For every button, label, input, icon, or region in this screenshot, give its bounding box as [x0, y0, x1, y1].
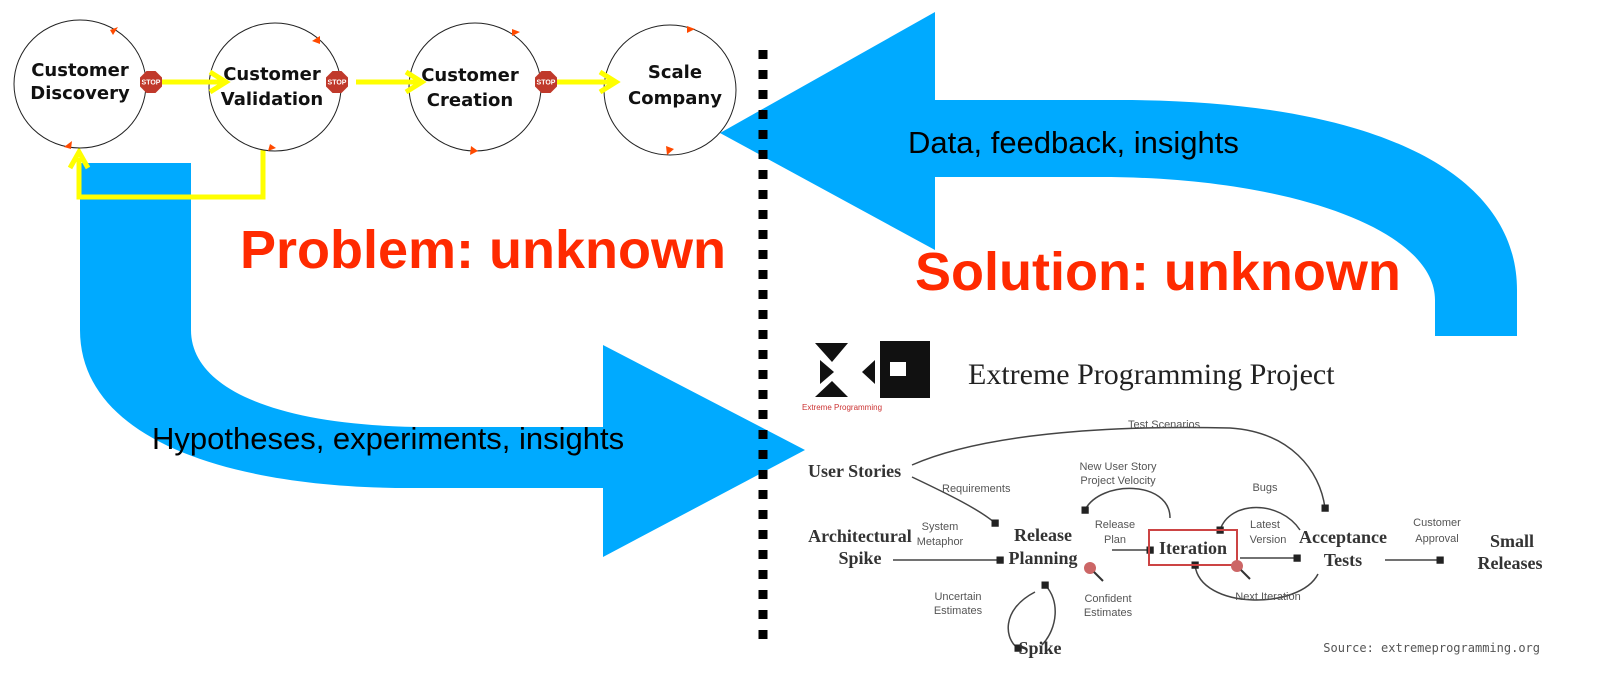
edge-requirements: Requirements [942, 483, 1011, 495]
stage-label-1: Customer [31, 60, 129, 81]
stage-scale-company: Scale Company [603, 24, 737, 156]
validation-to-discovery-loop [67, 146, 266, 200]
problem-label: Problem: unknown [240, 220, 726, 280]
iteration-box [1148, 529, 1238, 566]
stage-label-2: Discovery [30, 83, 130, 104]
xp-node-small-releases: Small [1490, 531, 1534, 551]
top-arrow-label: Data, feedback, insights [908, 125, 1239, 160]
edge-confident-estimates: Confident [1084, 593, 1131, 605]
edge-latest-version-2: Version [1250, 534, 1287, 546]
edge-system-metaphor: System [922, 521, 959, 533]
xp-node-arch-spike-2: Spike [838, 548, 881, 568]
edge-confident-estimates-2: Estimates [1084, 607, 1133, 619]
magnifier-icon [1231, 560, 1243, 572]
xp-node-acceptance-tests-2: Tests [1324, 550, 1362, 570]
forward-arrow-1 [162, 69, 231, 95]
stop-sign-icon: STOP [140, 71, 162, 93]
edge-next-iteration: Next Iteration [1235, 591, 1300, 603]
xp-node-small-releases-2: Releases [1478, 553, 1543, 573]
stage-label-2: Company [628, 88, 722, 109]
stage-label-1: Customer [421, 65, 519, 86]
xp-logo: Extreme Programming [802, 341, 930, 412]
edge-release-plan-2: Plan [1104, 534, 1126, 546]
xp-source: Source: extremeprogramming.org [1323, 641, 1540, 655]
edge-system-metaphor-2: Metaphor [917, 536, 964, 548]
xp-node-iteration: Iteration [1159, 538, 1227, 558]
edge-latest-version: Latest [1250, 519, 1280, 531]
svg-text:STOP: STOP [328, 80, 347, 87]
stop-sign-icon: STOP [535, 71, 557, 93]
forward-arrow-3 [556, 69, 621, 95]
xp-flow-edges [893, 426, 1444, 652]
edge-customer-approval-2: Approval [1415, 533, 1458, 545]
edge-uncertain-estimates-2: Estimates [934, 605, 983, 617]
bottom-arrow-label: Hypotheses, experiments, insights [152, 421, 624, 456]
edge-test-scenarios: Test Scenarios [1128, 419, 1201, 431]
edge-release-plan: Release [1095, 519, 1135, 531]
xp-logo-caption: Extreme Programming [802, 403, 882, 412]
hypotheses-arrow [80, 163, 805, 557]
stage-customer-discovery: Customer Discovery [13, 19, 147, 149]
stage-label-1: Customer [223, 64, 321, 85]
solution-label: Solution: unknown [915, 242, 1401, 302]
stage-customer-validation: Customer Validation [208, 22, 342, 152]
edge-customer-approval: Customer [1413, 517, 1461, 529]
edge-new-user-story: New User Story [1079, 461, 1157, 473]
data-feedback-arrow [720, 12, 1517, 336]
stage-customer-creation: Customer Creation [408, 22, 542, 155]
stop-sign-icon: STOP [326, 71, 348, 93]
xp-node-user-stories: User Stories [808, 461, 901, 481]
svg-text:STOP: STOP [537, 80, 556, 87]
stage-label-1: Scale [648, 62, 702, 83]
xp-node-release-planning: Release [1014, 525, 1072, 545]
svg-text:STOP: STOP [142, 80, 161, 87]
xp-node-arch-spike: Architectural [808, 526, 912, 546]
edge-bugs: Bugs [1252, 482, 1278, 494]
edge-uncertain-estimates: Uncertain [934, 591, 981, 603]
xp-node-spike: Spike [1018, 638, 1061, 658]
xp-node-release-planning-2: Planning [1008, 548, 1077, 568]
forward-arrow-2 [356, 69, 427, 95]
xp-title: Extreme Programming Project [968, 358, 1335, 391]
edge-project-velocity: Project Velocity [1080, 475, 1156, 487]
stage-label-2: Creation [427, 90, 513, 111]
xp-node-acceptance-tests: Acceptance [1299, 527, 1387, 547]
magnifier-icon [1084, 562, 1096, 574]
stage-label-2: Validation [221, 89, 323, 110]
